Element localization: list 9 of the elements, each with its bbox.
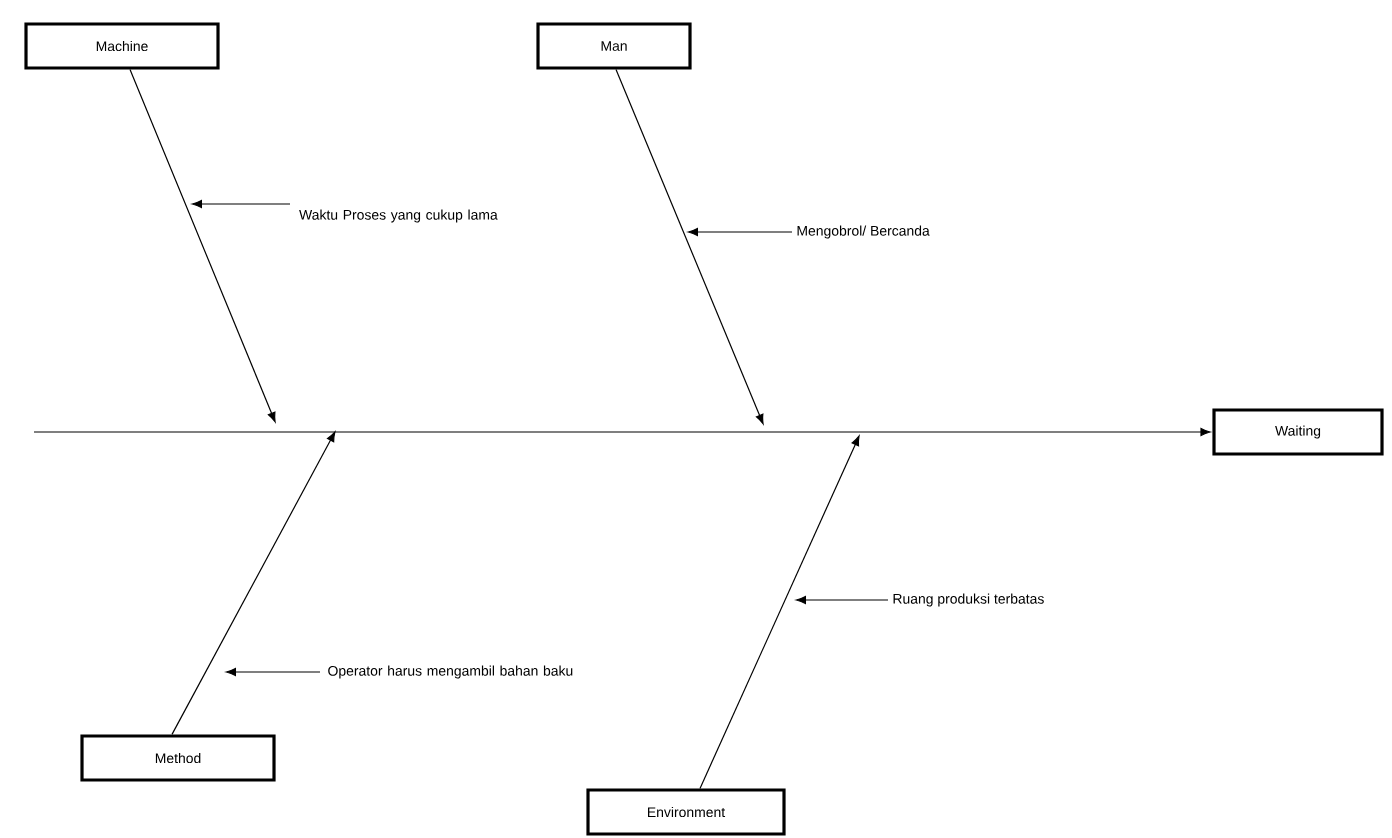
bone-arrow bbox=[699, 435, 860, 789]
bone-arrow bbox=[129, 69, 276, 423]
leader-line bbox=[795, 595, 889, 605]
leader-line bbox=[225, 667, 321, 677]
bone-arrow bbox=[615, 69, 764, 425]
bone-arrow bbox=[171, 431, 336, 735]
leader-line bbox=[687, 227, 793, 237]
spine-arrow bbox=[33, 427, 1211, 437]
leader-line bbox=[191, 199, 291, 209]
